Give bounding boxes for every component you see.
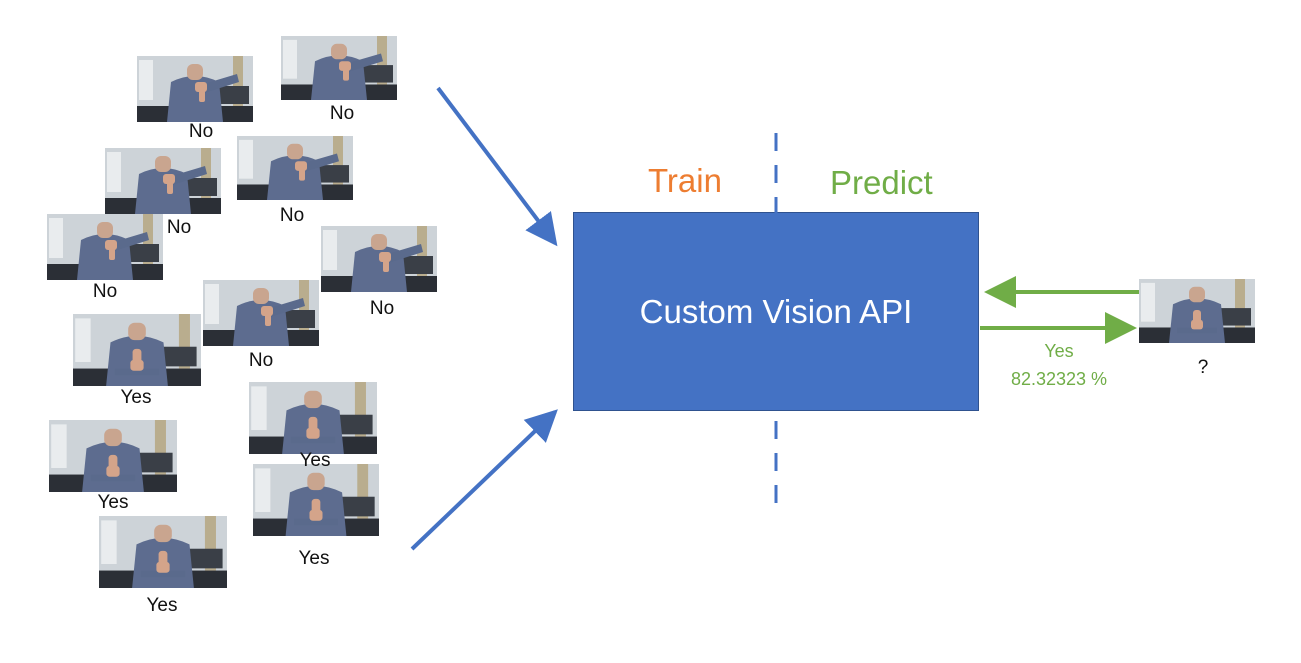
training-label: No	[248, 350, 274, 371]
training-label: No	[369, 298, 395, 319]
train-arrow-top	[436, 86, 558, 247]
training-image	[47, 214, 163, 280]
training-image	[105, 148, 221, 214]
training-image	[99, 516, 227, 588]
query-image	[1139, 279, 1255, 343]
training-label: Yes	[298, 548, 330, 569]
training-label: No	[166, 217, 192, 238]
training-image	[253, 464, 379, 536]
predict-stage-label: Predict	[830, 164, 933, 201]
training-label: Yes	[120, 387, 152, 408]
training-label: No	[279, 205, 305, 226]
training-label: Yes	[146, 595, 178, 616]
training-image	[73, 314, 201, 386]
prediction-confidence: 82.32323 %	[1010, 369, 1108, 389]
training-image	[137, 56, 253, 122]
train-stage-label: Train	[648, 162, 722, 199]
train-arrow-bottom	[410, 409, 558, 551]
training-image	[281, 36, 397, 100]
training-label: No	[329, 103, 355, 124]
training-label: Yes	[299, 450, 331, 471]
query-label: ?	[1197, 357, 1209, 378]
training-image	[49, 420, 177, 492]
training-image	[203, 280, 319, 346]
training-label: Yes	[97, 492, 129, 513]
training-label: No	[92, 281, 118, 302]
prediction-label: Yes	[1044, 341, 1074, 361]
training-image	[321, 226, 437, 292]
training-image	[237, 136, 353, 200]
training-label: No	[188, 121, 214, 142]
custom-vision-api-box: Custom Vision API	[573, 212, 979, 411]
training-image	[249, 382, 377, 454]
